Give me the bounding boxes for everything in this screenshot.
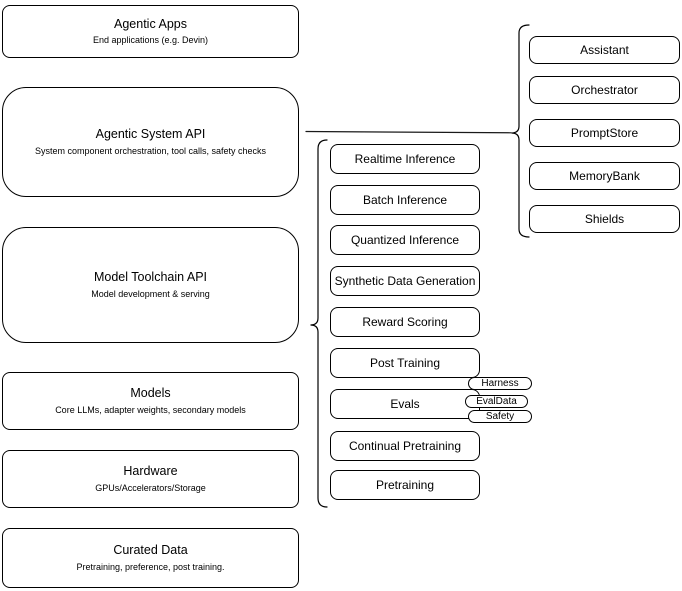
node-assistant-label: Assistant: [580, 42, 629, 57]
node-post-training-label: Post Training: [369, 355, 441, 370]
node-curated-data-title: Curated Data: [113, 543, 188, 558]
tag-safety: Safety: [468, 410, 532, 423]
node-realtime-inference-label: Realtime Inference: [354, 151, 456, 166]
node-agentic-system-api-subtitle: System component orchestration, tool cal…: [34, 145, 267, 156]
node-synthetic-data-generation-label: Synthetic Data Generation: [334, 273, 476, 288]
node-models: Models Core LLMs, adapter weights, secon…: [2, 372, 299, 430]
node-agentic-system-api-title: Agentic System API: [95, 127, 206, 142]
node-model-toolchain-api: Model Toolchain API Model development & …: [2, 227, 299, 343]
node-quantized-inference-label: Quantized Inference: [350, 232, 460, 247]
node-reward-scoring-label: Reward Scoring: [362, 314, 448, 329]
node-orchestrator: Orchestrator: [529, 76, 680, 104]
node-agentic-apps-subtitle: End applications (e.g. Devin): [92, 35, 209, 46]
node-hardware: Hardware GPUs/Accelerators/Storage: [2, 450, 299, 508]
tag-evaldata: EvalData: [465, 395, 528, 408]
node-pretraining-label: Pretraining: [375, 477, 435, 492]
node-shields-label: Shields: [584, 211, 625, 226]
node-memorybank-label: MemoryBank: [569, 168, 640, 183]
node-agentic-system-api: Agentic System API System component orch…: [2, 87, 299, 197]
node-pretraining: Pretraining: [330, 470, 480, 500]
node-agentic-apps: Agentic Apps End applications (e.g. Devi…: [2, 5, 299, 58]
brace-toolchain-items: [310, 139, 328, 508]
tag-safety-label: Safety: [485, 410, 515, 422]
node-promptstore: PromptStore: [529, 119, 680, 147]
node-curated-data-subtitle: Pretraining, preference, post training.: [76, 561, 225, 572]
node-batch-inference-label: Batch Inference: [362, 192, 448, 207]
node-models-subtitle: Core LLMs, adapter weights, secondary mo…: [55, 404, 246, 415]
node-orchestrator-label: Orchestrator: [571, 82, 638, 97]
node-memorybank: MemoryBank: [529, 162, 680, 190]
node-model-toolchain-api-title: Model Toolchain API: [93, 270, 208, 285]
node-batch-inference: Batch Inference: [330, 185, 480, 215]
node-agentic-apps-title: Agentic Apps: [114, 16, 187, 31]
node-shields: Shields: [529, 205, 680, 233]
node-hardware-subtitle: GPUs/Accelerators/Storage: [95, 482, 206, 493]
node-assistant: Assistant: [529, 36, 680, 64]
node-quantized-inference: Quantized Inference: [330, 225, 480, 255]
node-curated-data: Curated Data Pretraining, preference, po…: [2, 528, 299, 588]
node-hardware-title: Hardware: [123, 464, 178, 479]
node-evals: Evals: [330, 389, 480, 419]
node-models-title: Models: [130, 386, 171, 401]
node-continual-pretraining: Continual Pretraining: [330, 431, 480, 461]
node-synthetic-data-generation: Synthetic Data Generation: [330, 266, 480, 296]
node-reward-scoring: Reward Scoring: [330, 307, 480, 337]
node-realtime-inference: Realtime Inference: [330, 144, 480, 174]
node-evals-label: Evals: [390, 396, 420, 411]
node-model-toolchain-api-subtitle: Model development & serving: [91, 288, 210, 299]
tag-evaldata-label: EvalData: [476, 395, 517, 407]
tag-harness-label: Harness: [481, 377, 519, 389]
node-continual-pretraining-label: Continual Pretraining: [348, 438, 462, 453]
edge-system-api-to-components: [305, 130, 512, 134]
tag-harness: Harness: [468, 377, 532, 390]
brace-system-components: [511, 24, 530, 238]
node-promptstore-label: PromptStore: [570, 125, 639, 140]
node-post-training: Post Training: [330, 348, 480, 378]
